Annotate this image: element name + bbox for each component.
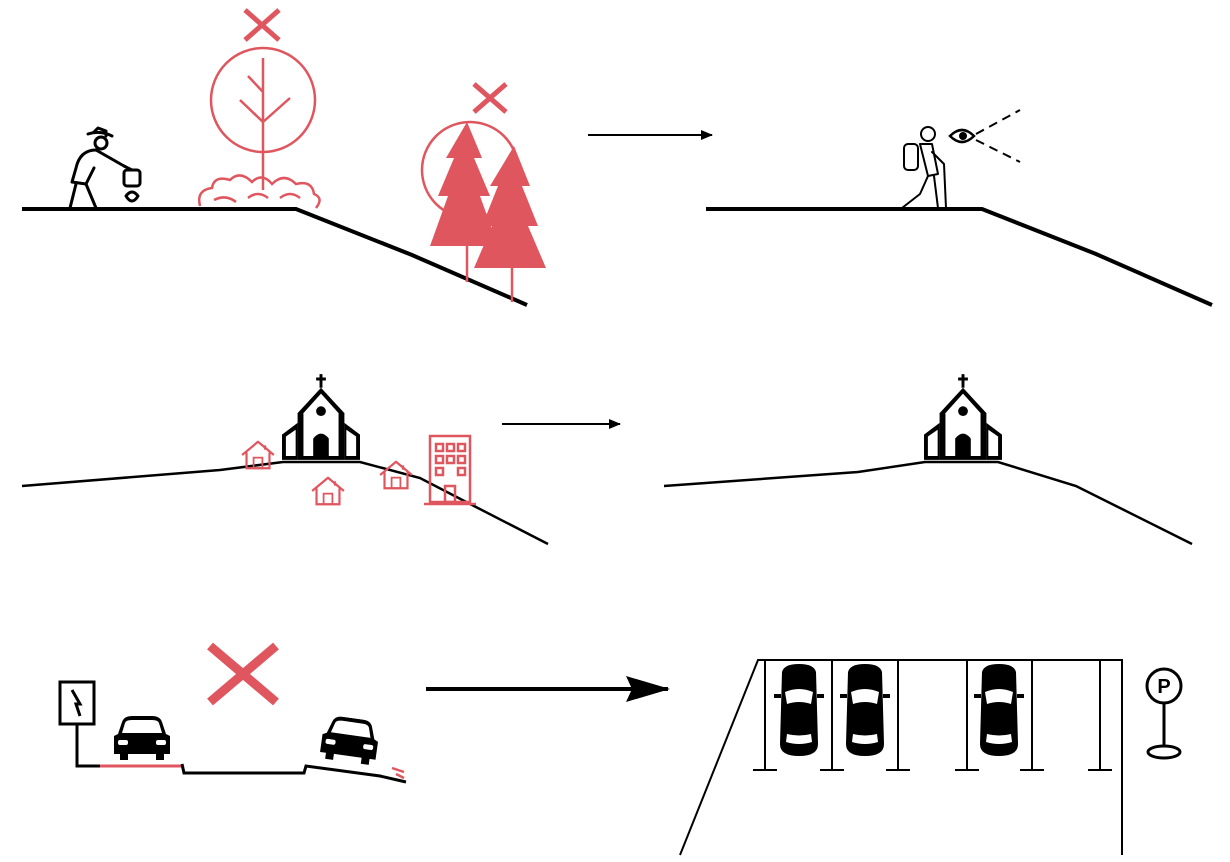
parking-sign-icon: P [1147,669,1181,758]
row1-after-terrain [706,209,1212,305]
row3-before-scene [60,646,406,782]
row1-before-scene [22,10,546,305]
parking-sign-letter: P [1157,676,1170,698]
car-icon [774,664,824,756]
row3-before-terrain [182,764,406,782]
car-icon [319,714,381,765]
shrub-icon [199,175,319,208]
gardener-icon [70,128,140,208]
row2-before-scene [22,374,548,544]
car-icon [974,664,1024,756]
church-icon [924,374,1002,460]
road-sign-icon [60,682,100,766]
deciduous-tree-icon [211,48,315,190]
conifer-trees-icon [422,122,546,302]
parking-lot-icon [680,660,1122,855]
car-icon [114,716,170,760]
roadside-shoulder-right [392,768,404,778]
house-icon [380,462,412,488]
hiker-icon [902,127,946,208]
house-icon [312,478,344,504]
eye-icon [950,130,974,142]
line-of-sight-icon [976,110,1020,162]
church-icon [282,374,360,460]
parking-lot-outline [680,660,1122,855]
row1-after-scene [706,110,1212,305]
cross-mark-icon [210,646,276,702]
cross-mark-icon [245,10,279,40]
car-icon [840,664,890,756]
cross-mark-icon [474,84,506,112]
row2-after-scene [664,374,1192,544]
row2-after-terrain [664,462,1192,544]
